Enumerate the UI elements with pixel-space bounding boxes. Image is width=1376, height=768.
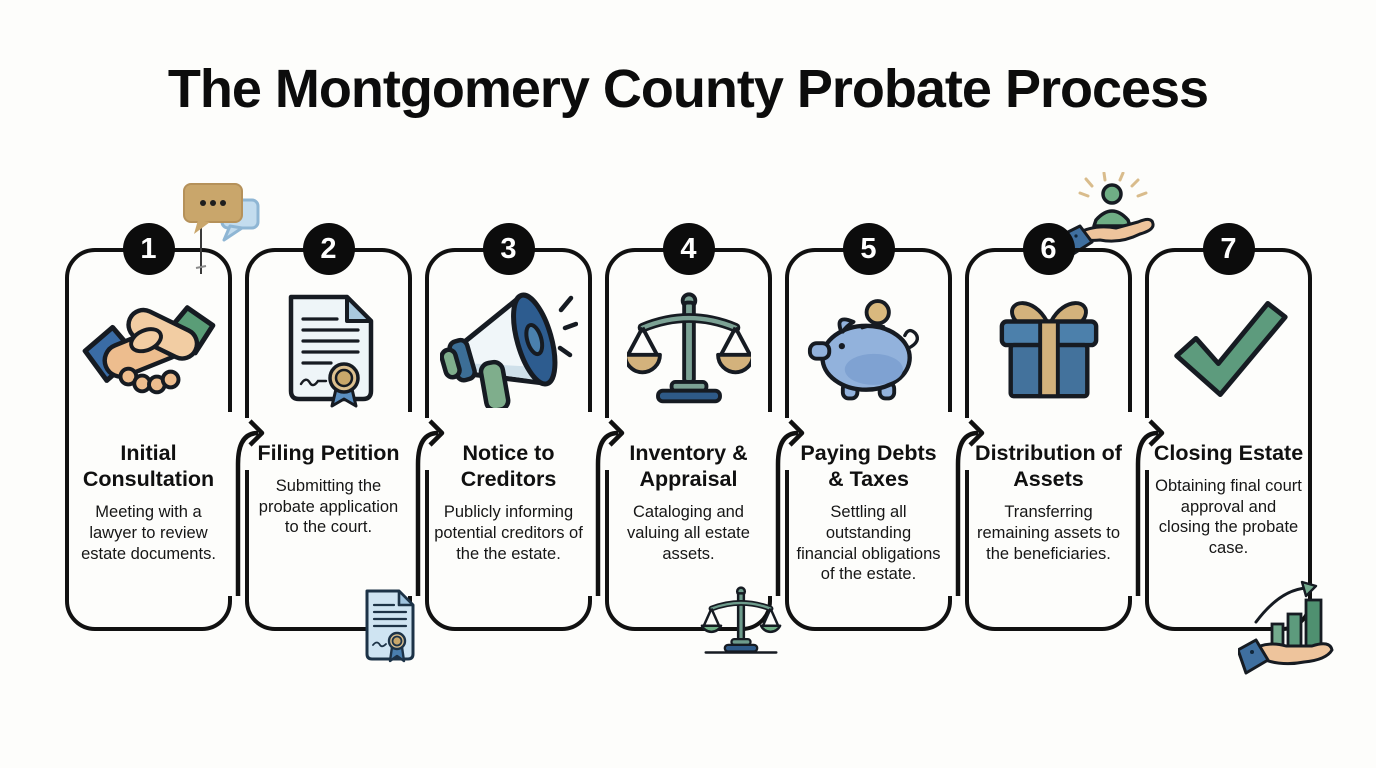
- step-number-badge: 2: [302, 223, 355, 275]
- sealed-document-icon: [249, 284, 408, 416]
- flow-arrow-6: [1124, 412, 1165, 596]
- step-description: Settling all outstanding financial oblig…: [796, 503, 941, 584]
- step-title: Paying Debts & Taxes: [800, 441, 937, 492]
- step-number-badge: 4: [662, 223, 715, 275]
- step-number-badge: 5: [842, 223, 895, 275]
- document-stamp-icon: [361, 588, 419, 669]
- step-description: Meeting with a lawyer to review estate d…: [81, 503, 216, 563]
- step-card-5: 5 Paying Debts & Taxes Settling all outs…: [785, 223, 952, 631]
- step-card-1: 1 Initial Consultation Meeting with a la…: [65, 223, 232, 631]
- chat-bubbles-icon: [178, 180, 263, 285]
- flow-arrow-2: [404, 412, 445, 596]
- flow-arrow-3: [584, 412, 625, 596]
- growth-chart-hand-icon: [1236, 580, 1338, 680]
- step-number-badge: 1: [122, 223, 175, 275]
- gift-box-icon: [969, 284, 1128, 416]
- checkmark-icon: [1149, 284, 1308, 416]
- step-number: 4: [680, 232, 697, 265]
- piggy-bank-icon: [789, 284, 948, 416]
- scales-icon: [609, 284, 768, 416]
- step-number: 6: [1040, 232, 1057, 265]
- step-title: Initial Consultation: [82, 441, 215, 492]
- flow-arrow-4: [764, 412, 805, 596]
- handshake-icon: [69, 284, 228, 416]
- step-number: 3: [500, 232, 517, 265]
- step-card-2: 2 Filing Petition Submitting the probate: [245, 223, 412, 631]
- step-description: Publicly informing potential creditors o…: [434, 503, 583, 563]
- step-title: Closing Estate: [1153, 441, 1304, 465]
- step-card-3: 3 Notice to Creditors: [425, 223, 592, 631]
- step-number: 2: [320, 232, 337, 265]
- step-description: Cataloging and valuing all estate assets…: [627, 503, 750, 563]
- step-number-badge: 3: [482, 223, 535, 275]
- megaphone-icon: [429, 284, 588, 416]
- step-title: Filing Petition: [257, 441, 400, 465]
- step-description: Submitting the probate application to th…: [258, 477, 399, 537]
- step-number-badge: 7: [1202, 223, 1255, 275]
- step-title: Inventory & Appraisal: [629, 441, 748, 492]
- step-card-7: 7 Closing Estate Obtaining final court a…: [1145, 223, 1312, 631]
- step-card-4: 4 Inventory & Appraisal Cataloging and v…: [605, 223, 772, 631]
- step-card-6: 6 Distribution of Assets Transferring re…: [965, 223, 1132, 631]
- step-number: 7: [1220, 232, 1237, 265]
- step-description: Obtaining final court approval and closi…: [1155, 477, 1302, 558]
- page-title: The Montgomery County Probate Process: [167, 59, 1209, 119]
- step-number-badge: 6: [1022, 223, 1075, 275]
- step-number: 5: [860, 232, 877, 265]
- step-title: Distribution of Assets: [975, 441, 1122, 492]
- small-scales-icon: [700, 584, 782, 663]
- step-description: Transferring remaining assets to the ben…: [976, 503, 1121, 563]
- giving-hand-icon: [1058, 171, 1158, 262]
- flow-arrow-5: [944, 412, 985, 596]
- flow-arrow-1: [224, 412, 265, 596]
- step-title: Notice to Creditors: [460, 441, 557, 492]
- step-number: 1: [140, 232, 157, 265]
